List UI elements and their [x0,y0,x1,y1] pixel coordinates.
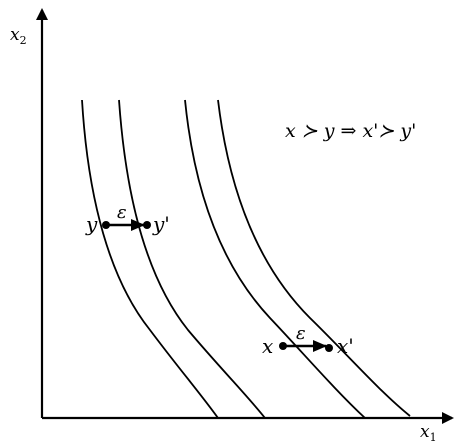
point-x [279,342,287,350]
preference-statement: x ≻ y ⇒ x'≻ y' [285,120,416,142]
x-axis-label: x1 [420,422,437,442]
label-y-prime: y' [152,212,170,236]
label-x: x [262,334,273,358]
point-y [102,221,110,229]
label-x-prime: x' [337,334,354,358]
indifference-curve-3 [184,99,366,419]
label-epsilon-top: ε [117,202,127,223]
point-y-prime [143,221,151,229]
y-axis-label: x2 [10,25,27,47]
point-x-prime [325,344,333,352]
indifference-curve-4 [217,99,411,417]
label-y: y [85,212,98,236]
indifference-curve-1 [81,99,219,419]
label-epsilon-bottom: ε [296,323,306,344]
indifference-curve-2 [118,99,266,419]
